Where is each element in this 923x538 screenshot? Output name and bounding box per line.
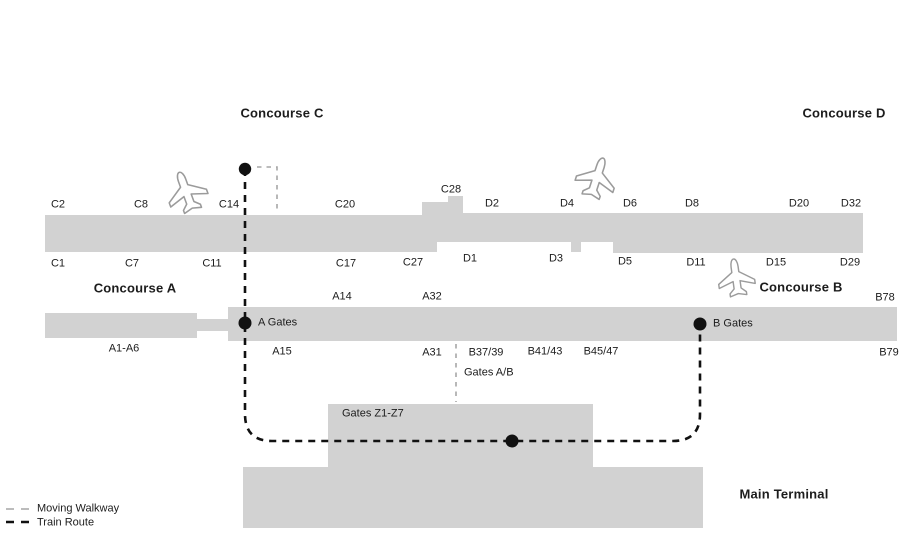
gate-label-c17: C17 xyxy=(335,257,357,270)
gate-label-d4: D4 xyxy=(559,197,575,210)
legend-label-train-route: Train Route xyxy=(37,516,95,529)
gate-label-b45-47: B45/47 xyxy=(583,345,619,358)
area-label-main-terminal: Main Terminal xyxy=(739,486,829,502)
gate-label-c20: C20 xyxy=(334,198,356,211)
gate-label-d32: D32 xyxy=(840,197,862,210)
train-station-dot xyxy=(505,434,519,448)
main-terminal-building xyxy=(243,467,703,528)
train-station-dot xyxy=(238,316,252,330)
concourse-a-title: Concourse A xyxy=(93,280,177,296)
airplane-icon xyxy=(574,157,615,201)
gate-label-c28: C28 xyxy=(440,183,462,196)
gate-label-c2: C2 xyxy=(50,198,66,211)
station-label-b-gates: B Gates xyxy=(713,317,753,330)
legend-label-moving-walkway: Moving Walkway xyxy=(37,502,120,515)
gate-label-b79: B79 xyxy=(879,346,899,359)
gate-label-b41-43: B41/43 xyxy=(527,345,563,358)
concourse-d3-tab xyxy=(571,242,581,252)
concourse-c-title: Concourse C xyxy=(240,105,324,121)
moving-walkway-concourse-c xyxy=(257,166,278,212)
concourse-d-building xyxy=(437,213,863,242)
gate-label-d5: D5 xyxy=(617,255,633,268)
gate-label-c27: C27 xyxy=(402,256,424,269)
airplane-icon xyxy=(718,258,756,298)
gates-z-building xyxy=(328,404,593,468)
gate-label-c1: C1 xyxy=(50,257,66,270)
station-label-a-gates: A Gates xyxy=(258,316,298,329)
concourse-a-connector xyxy=(197,319,231,331)
airplane-icon xyxy=(168,171,209,215)
gate-label-a14: A14 xyxy=(332,290,352,303)
train-route-line xyxy=(243,169,702,443)
gate-label-b78: B78 xyxy=(875,291,895,304)
gate-label-d29: D29 xyxy=(839,256,861,269)
area-label-gates-z: Gates Z1-Z7 xyxy=(342,407,404,420)
gate-label-c7: C7 xyxy=(124,257,140,270)
gate-label-a31: A31 xyxy=(422,346,442,359)
concourse-b-title: Concourse B xyxy=(759,279,843,295)
gate-label-b37-39: B37/39 xyxy=(468,346,504,359)
gate-label-d3: D3 xyxy=(548,252,564,265)
gate-label-c11: C11 xyxy=(202,257,222,270)
gate-label-d20: D20 xyxy=(788,197,810,210)
gate-label-a1-a6: A1-A6 xyxy=(108,342,140,355)
gate-label-a32: A32 xyxy=(422,290,442,303)
gate-label-d8: D8 xyxy=(684,197,700,210)
concourse-c-building xyxy=(45,215,437,252)
concourse-a-west-pier xyxy=(45,313,197,338)
train-station-dot xyxy=(693,317,707,331)
concourse-ab-building xyxy=(228,307,897,341)
gate-label-d2: D2 xyxy=(484,197,500,210)
gate-label-d6: D6 xyxy=(622,197,638,210)
gate-label-d1: D1 xyxy=(462,252,478,265)
concourse-c28-bump xyxy=(448,196,463,218)
area-label-gates-ab: Gates A/B xyxy=(464,366,514,379)
concourse-d-right-wing xyxy=(613,242,863,253)
gate-label-c8: C8 xyxy=(133,198,149,211)
concourse-d-title: Concourse D xyxy=(802,105,886,121)
gate-label-d11: D11 xyxy=(686,256,706,269)
gate-label-c14: C14 xyxy=(218,198,240,211)
gate-label-a15: A15 xyxy=(272,345,292,358)
train-station-dot xyxy=(238,162,252,176)
gate-label-d15: D15 xyxy=(765,256,787,269)
